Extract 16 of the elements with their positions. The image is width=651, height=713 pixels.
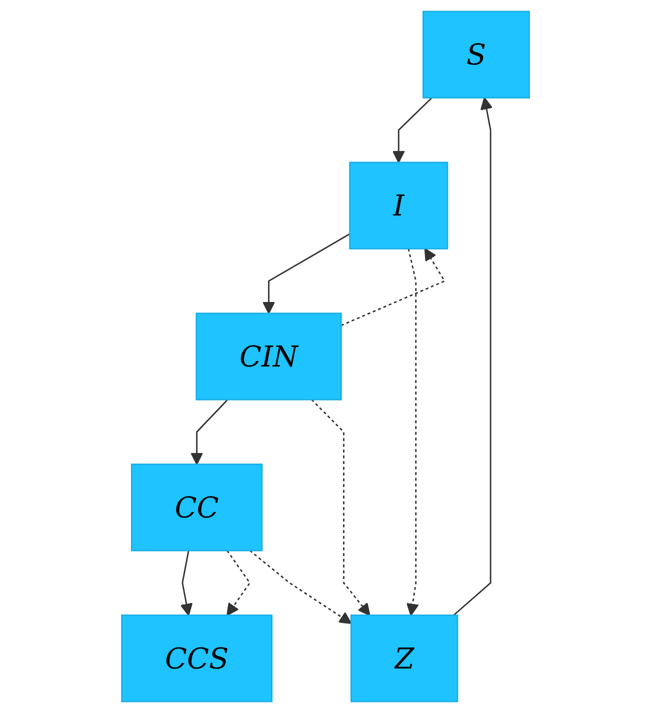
arrow bbox=[340, 248, 446, 326]
arrow bbox=[392, 97, 432, 163]
arrow bbox=[226, 550, 251, 616]
node-box: CIN bbox=[196, 312, 342, 400]
node-box: S bbox=[422, 10, 530, 98]
arrow bbox=[406, 248, 419, 616]
arrow bbox=[311, 399, 370, 616]
arrow bbox=[249, 550, 352, 624]
node-box: Z bbox=[350, 614, 458, 702]
arrow bbox=[262, 233, 350, 314]
arrow bbox=[190, 399, 228, 465]
node-box: I bbox=[349, 162, 448, 250]
arrow bbox=[453, 97, 493, 616]
node-box: CC bbox=[130, 464, 263, 552]
node-box: CCS bbox=[121, 614, 272, 702]
arrow bbox=[180, 550, 193, 616]
